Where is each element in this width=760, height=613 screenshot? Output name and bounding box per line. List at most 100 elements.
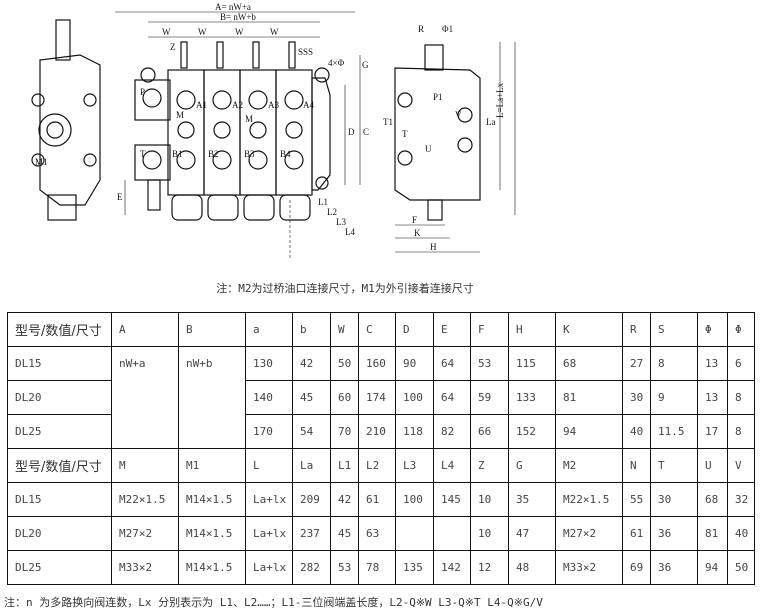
table-cell: 42 xyxy=(292,346,331,381)
side-F: F xyxy=(412,215,417,225)
table-cell: 47 xyxy=(508,516,556,551)
side-La: La xyxy=(486,117,496,127)
table-cell: nW+a xyxy=(111,346,179,449)
side-V: V xyxy=(455,110,462,120)
table-cell: 70 xyxy=(330,414,359,449)
dim-S: SSS xyxy=(298,47,313,57)
dim-D: D xyxy=(348,127,355,137)
table-cell: 82 xyxy=(433,414,471,449)
table-cell: 36 xyxy=(650,550,698,585)
table-cell: DL20 xyxy=(7,380,112,415)
header-cell: 型号/数值/尺寸 xyxy=(7,448,112,483)
dim-A: A= nW+a xyxy=(215,2,251,12)
table-cell: 66 xyxy=(470,414,509,449)
side-R: R xyxy=(418,24,424,34)
table-cell: 27 xyxy=(622,346,651,381)
table-cell: 50 xyxy=(727,550,755,585)
header-cell: L2 xyxy=(358,448,396,483)
port-B1: B1 xyxy=(172,149,183,159)
header-cell: Φ xyxy=(727,312,755,347)
table-cell: 35 xyxy=(508,482,556,517)
table-cell: 30 xyxy=(650,482,698,517)
header-cell: M1 xyxy=(178,448,246,483)
table-cell: M22×1.5 xyxy=(111,482,179,517)
header-cell: C xyxy=(358,312,396,347)
table-cell: 170 xyxy=(245,414,293,449)
table-cell: 118 xyxy=(395,414,434,449)
dim-E: E xyxy=(117,192,123,202)
table-cell: 282 xyxy=(292,550,331,585)
header-cell: B xyxy=(178,312,246,347)
footnote: 注：n 为多路换向阀连数，Lx 分别表示为 L1、L2……；L1-三位阀端盖长度… xyxy=(4,596,543,609)
side-T: T xyxy=(402,129,408,139)
table-cell: 54 xyxy=(292,414,331,449)
table-cell: 17 xyxy=(697,414,728,449)
dim-B: B= nW+b xyxy=(220,12,256,22)
table-cell: 60 xyxy=(330,380,359,415)
header-cell: L3 xyxy=(395,448,434,483)
side-P1: P1 xyxy=(433,92,443,102)
table-cell: 10 xyxy=(470,516,509,551)
table-cell: 50 xyxy=(330,346,359,381)
table-cell: M14×1.5 xyxy=(178,550,246,585)
header-cell: T xyxy=(650,448,698,483)
header-cell: M2 xyxy=(555,448,623,483)
dim-W: W xyxy=(198,27,207,37)
header-cell: G xyxy=(508,448,556,483)
header-cell: L4 xyxy=(433,448,471,483)
side-H: H xyxy=(430,242,437,252)
header-cell: H xyxy=(508,312,556,347)
table-cell: La+lx xyxy=(245,550,293,585)
table-cell: 100 xyxy=(395,482,434,517)
table-cell: M27×2 xyxy=(555,516,623,551)
table-cell: 40 xyxy=(622,414,651,449)
port-B2: B2 xyxy=(208,149,219,159)
table-cell: 45 xyxy=(292,380,331,415)
table-cell: 130 xyxy=(245,346,293,381)
table-cell: 69 xyxy=(622,550,651,585)
table-cell: 135 xyxy=(395,550,434,585)
port-B4: B4 xyxy=(280,149,291,159)
table-cell: DL25 xyxy=(7,414,112,449)
left-side-view xyxy=(31,19,101,221)
table-cell: 209 xyxy=(292,482,331,517)
header-cell: La xyxy=(292,448,331,483)
table-cell: 13 xyxy=(697,380,728,415)
right-side-view xyxy=(394,44,481,221)
table-cell: M27×2 xyxy=(111,516,179,551)
table-cell: 78 xyxy=(358,550,396,585)
table-cell: M33×2 xyxy=(111,550,179,585)
dim-L4: L4 xyxy=(345,227,355,237)
table-cell: 210 xyxy=(358,414,396,449)
header-cell: V xyxy=(727,448,755,483)
dim-Z: Z xyxy=(170,42,176,52)
port-M: M xyxy=(176,110,184,120)
header-cell: N xyxy=(622,448,651,483)
dim-L1: L1 xyxy=(318,197,328,207)
table-cell: 68 xyxy=(555,346,623,381)
table-cell: M22×1.5 xyxy=(555,482,623,517)
table-cell: 10 xyxy=(470,482,509,517)
table-cell: DL25 xyxy=(7,550,112,585)
header-cell: A xyxy=(111,312,179,347)
header-cell: R xyxy=(622,312,651,347)
port-A3: A3 xyxy=(268,100,279,110)
table-cell: 174 xyxy=(358,380,396,415)
table-cell: 8 xyxy=(727,414,755,449)
table-cell: 145 xyxy=(433,482,471,517)
port-T: T xyxy=(140,149,146,159)
table-cell: M33×2 xyxy=(555,550,623,585)
port-A4: A4 xyxy=(303,100,314,110)
valve-technical-drawing: A= nW+a B= nW+b W W W W Z SSS 4×Φ G C D … xyxy=(31,2,516,260)
table-cell: 64 xyxy=(433,380,471,415)
table-cell: 53 xyxy=(470,346,509,381)
table-cell: DL15 xyxy=(7,482,112,517)
table-cell: 152 xyxy=(508,414,556,449)
dim-C: C xyxy=(363,127,369,137)
